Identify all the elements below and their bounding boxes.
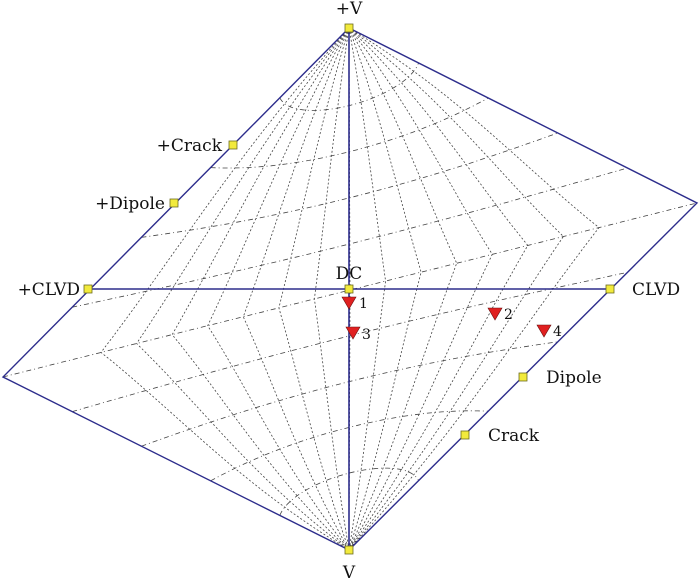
grid-line (348, 27, 458, 551)
minus-v-label: V (342, 563, 356, 583)
grid-line (207, 27, 350, 551)
plus-clvd-label: +CLVD (18, 280, 80, 300)
event-marker-1 (341, 296, 357, 310)
minus-dipole-label: Dipole (546, 368, 602, 388)
event-label-3: 3 (362, 327, 371, 343)
event-marker-3 (345, 326, 361, 340)
plus-clvd-marker (83, 284, 93, 294)
grid-line (348, 27, 564, 551)
event-marker-4 (536, 324, 552, 338)
grid-line (171, 27, 350, 551)
plus-dipole-label: +Dipole (95, 194, 165, 214)
plus-dipole-marker (169, 198, 179, 208)
dc-marker (344, 284, 354, 294)
grid-line (2, 202, 698, 378)
dc-label: DC (336, 264, 363, 284)
plus-v-label: +V (336, 0, 363, 19)
grid-line (313, 27, 350, 551)
plus-crack-label: +Crack (157, 136, 223, 156)
event-marker-2 (487, 307, 503, 321)
minus-clvd-label: CLVD (632, 280, 680, 300)
event-label-4: 4 (553, 324, 562, 340)
grid-line (348, 27, 422, 551)
minus-crack-marker (460, 430, 470, 440)
minus-dipole-marker (518, 372, 528, 382)
event-label-1: 1 (359, 296, 368, 312)
minus-crack-label: Crack (488, 426, 540, 446)
plus-v-marker (344, 23, 354, 33)
grid-line (242, 27, 350, 551)
grid-line (72, 272, 628, 412)
grid-line (348, 27, 387, 551)
plus-crack-marker (228, 140, 238, 150)
minus-clvd-marker (605, 284, 615, 294)
minus-v-marker (344, 545, 354, 555)
grid-line (136, 27, 350, 551)
event-label-2: 2 (504, 307, 513, 323)
grid-line (100, 27, 350, 551)
